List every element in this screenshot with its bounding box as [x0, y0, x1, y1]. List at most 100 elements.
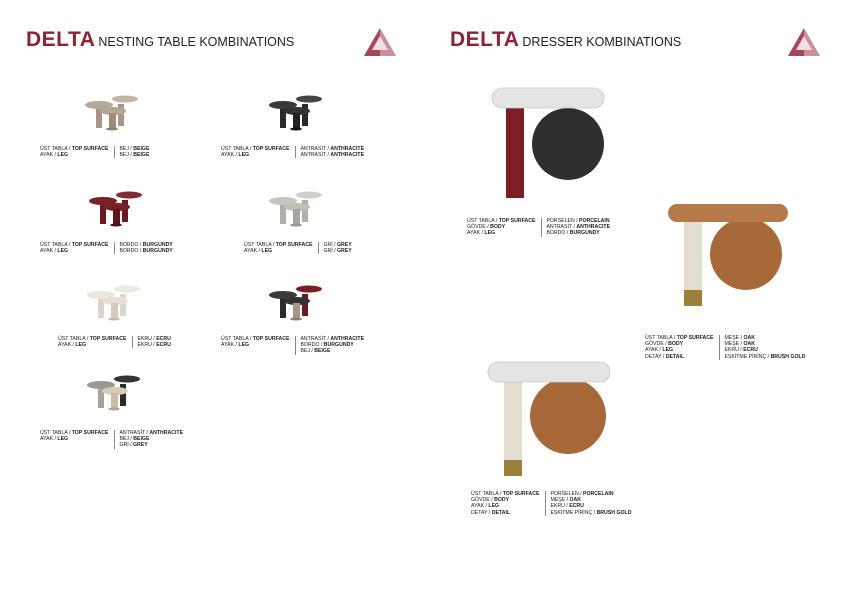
spec-value: MEŞE / OAK — [724, 335, 755, 341]
spec-value: EKRU / ECRU — [137, 342, 171, 349]
spec-label: AYAK / LEG — [645, 347, 674, 354]
spec-label: DETAY / DETAIL — [471, 509, 511, 516]
spec-label: ÜST TABLA / TOP SURFACE — [40, 146, 109, 152]
nesting-table-grey-image — [269, 191, 322, 227]
spec-value: ESKİTME PİRİNÇ / BRUSH GOLD — [550, 509, 632, 516]
spec-label: AYAK / LEG — [471, 503, 500, 510]
spec-label: ÜST TABLA / TOP SURFACE — [471, 491, 540, 497]
spec-label: ÜST TABLA / TOP SURFACE — [221, 146, 290, 152]
spec-value: GRİ / GREY — [119, 442, 148, 449]
spec-value: PORSELEN / PORCELAIN — [546, 218, 610, 224]
nesting-table-burgundy-image — [89, 191, 142, 227]
spec-value: EKRU / ECRU — [724, 347, 758, 354]
nesting-table-anthracite-image — [269, 95, 322, 131]
page-subtitle: NESTING TABLE KOMBINATIONS — [98, 35, 295, 49]
spec-value: ANTRASİT / ANTHRACITE — [119, 430, 184, 436]
spec-label: GÖVDE / BODY — [467, 224, 506, 231]
dresser-porcelain-oak-image — [487, 361, 611, 476]
spec-label: AYAK / LEG — [58, 342, 87, 349]
spec-label: AYAK / LEG — [40, 152, 69, 159]
spec-value: ANTRASİT / ANTHRACITE — [300, 152, 365, 159]
spec-value: GRİ / GREY — [323, 242, 352, 248]
nesting-table-mixed-grey-image — [87, 375, 140, 411]
spec-label: ÜST TABLA / TOP SURFACE — [221, 336, 290, 342]
spec-value: ANTRASİT / ANTHRACITE — [300, 146, 365, 152]
spec-value: EKRU / ECRU — [550, 503, 584, 510]
spec-label: AYAK / LEG — [40, 248, 69, 255]
spec-value: MEŞE / OAK — [550, 497, 581, 504]
brand-name: DELTA — [26, 28, 96, 51]
spec-label: ÜST TABLA / TOP SURFACE — [58, 336, 127, 342]
spec-value: MEŞE / OAK — [724, 341, 755, 348]
dresser-oak-ecru-image — [668, 204, 788, 306]
dresser-anthracite-image — [491, 87, 605, 198]
brand-name: DELTA — [450, 28, 520, 51]
nesting-table-ecru-image — [87, 285, 140, 321]
triangle-logo-icon — [364, 28, 396, 56]
spec-label: AYAK / LEG — [221, 152, 250, 159]
spec-value: GRİ / GREY — [323, 248, 352, 255]
spec-label: ÜST TABLA / TOP SURFACE — [467, 218, 536, 224]
spec-value: BEJ / BEIGE — [119, 152, 150, 159]
spec-value: BEJ / BEIGE — [119, 436, 150, 443]
spec-value: BEJ / BEIGE — [300, 348, 331, 355]
nesting-table-beige-image — [85, 95, 138, 131]
spec-value: BORDO / BURGUNDY — [300, 342, 354, 349]
spec-value: BEJ / BEIGE — [119, 146, 150, 152]
spec-label: AYAK / LEG — [221, 342, 250, 349]
spec-label: GÖVDE / BODY — [471, 497, 510, 504]
spec-value: ANTRASİT / ANTHRACITE — [300, 336, 365, 342]
spec-value: BORDO / BURGUNDY — [119, 248, 173, 255]
spec-value: ESKİTME PİRİNÇ / BRUSH GOLD — [724, 353, 806, 360]
spec-label: AYAK / LEG — [467, 230, 496, 237]
spec-value: ANTRASİT / ANTHRACITE — [546, 224, 611, 231]
spec-value: EKRU / ECRU — [137, 336, 171, 342]
nesting-table-mixed-burgundy-image — [269, 285, 322, 321]
spec-label: ÜST TABLA / TOP SURFACE — [40, 242, 109, 248]
spec-label: AYAK / LEG — [244, 248, 273, 255]
spec-label: GÖVDE / BODY — [645, 341, 684, 348]
spec-value: PORSELEN / PORCELAIN — [550, 491, 614, 497]
spec-value: BORDO / BURGUNDY — [546, 230, 600, 237]
spec-label: ÜST TABLA / TOP SURFACE — [40, 430, 109, 436]
spec-label: ÜST TABLA / TOP SURFACE — [244, 242, 313, 248]
spec-label: DETAY / DETAIL — [645, 353, 685, 360]
triangle-logo-icon — [788, 28, 820, 56]
spec-label: ÜST TABLA / TOP SURFACE — [645, 335, 714, 341]
spec-label: AYAK / LEG — [40, 436, 69, 443]
spec-value: BORDO / BURGUNDY — [119, 242, 173, 248]
page-subtitle: DRESSER KOMBINATIONS — [522, 35, 682, 49]
